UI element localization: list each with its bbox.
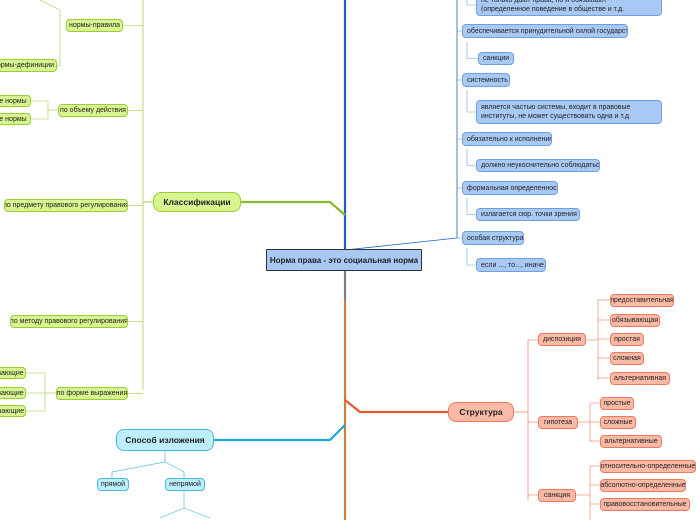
method-to-direct [111, 451, 166, 478]
branch-classification [240, 200, 346, 216]
feature-connector-6 [466, 149, 476, 166]
indirect-sub-1 [159, 491, 185, 519]
classification-item-8[interactable]: ывающие [0, 367, 26, 379]
feature-connector-2 [466, 42, 478, 59]
classification-item-5[interactable]: по предмету правового регулирования [4, 199, 128, 212]
disposition-item-1[interactable]: обязывающая [610, 314, 660, 327]
definitions-curve [39, 0, 61, 65]
method-to-indirect [164, 461, 185, 478]
sanction-node[interactable]: санкция [538, 489, 576, 502]
classification-item-2[interactable]: по объему действия [58, 104, 128, 117]
disposition-node[interactable]: диспозиция [538, 333, 586, 346]
feature-item-8[interactable]: излагается сюр. точки зрения [476, 208, 580, 221]
structure-node[interactable]: Структура [448, 402, 514, 422]
classification-item-6[interactable]: по методу правового регулирования [10, 315, 128, 328]
branch-method [212, 424, 346, 442]
classification-item-1[interactable]: нормы-дефиниции [0, 59, 57, 72]
classification-item-3[interactable]: ые нормы [0, 95, 31, 107]
hypothesis-item-2[interactable]: альтернативные [600, 435, 662, 448]
features-to-root [344, 237, 458, 251]
sanction-item-1[interactable]: абсолютно-определенные [600, 479, 686, 492]
root-node[interactable]: Норма права - это социальная норма [266, 249, 422, 271]
disposition-item-2[interactable]: простая [610, 333, 644, 346]
disposition-item-0[interactable]: предоставительная [610, 294, 674, 307]
feature-connector-8 [466, 198, 476, 215]
feature-item-0[interactable]: не только дают права, но и обязывают (оп… [476, 0, 662, 16]
feature-item-1[interactable]: обеспечивается принудительной силой госу… [462, 24, 628, 38]
classification-node[interactable]: Классификации [153, 192, 241, 212]
hypothesis-node[interactable]: гипотеза [538, 416, 578, 429]
feature-connector-10 [466, 248, 476, 266]
branch-structure [344, 399, 448, 414]
feature-item-9[interactable]: особая структура [462, 231, 524, 245]
classification-item-0[interactable]: нормы-правила [66, 19, 123, 32]
feature-item-2[interactable]: санкции [478, 52, 514, 65]
indirect-sub-2 [183, 507, 211, 519]
disposition-item-4[interactable]: альтернативная [610, 372, 670, 385]
classification-item-7[interactable]: по форме выражения [56, 387, 128, 400]
disposition-item-3[interactable]: сложная [610, 352, 644, 365]
method-item-direct[interactable]: прямой [97, 478, 129, 491]
feature-item-4[interactable]: является частью системы, входит в правов… [476, 100, 662, 124]
classification-item-4[interactable]: ые нормы [0, 113, 31, 125]
sanction-item-2[interactable]: правовосстановительные [600, 498, 690, 511]
hypothesis-item-1[interactable]: сложные [600, 416, 636, 429]
feature-connector-4 [466, 90, 476, 113]
method-node[interactable]: Способ изложения [116, 429, 214, 451]
feature-item-3[interactable]: системность [462, 73, 510, 87]
feature-item-10[interactable]: если ..., то..., иначе... [476, 258, 546, 272]
feature-connector-0 [466, 0, 476, 6]
method-item-indirect[interactable]: непрямой [165, 478, 205, 491]
hypothesis-item-0[interactable]: простые [600, 397, 634, 410]
feature-item-6[interactable]: должно неукоснительно соблюдаться [476, 159, 600, 172]
sanction-item-0[interactable]: относительно-определенные [600, 460, 696, 473]
classification-item-9[interactable]: ывающие [0, 387, 26, 399]
feature-item-5[interactable]: обязательно к исполнению [462, 132, 552, 146]
classification-item-10[interactable]: ешающие [0, 405, 26, 417]
feature-item-7[interactable]: формальная определенность [462, 181, 558, 195]
